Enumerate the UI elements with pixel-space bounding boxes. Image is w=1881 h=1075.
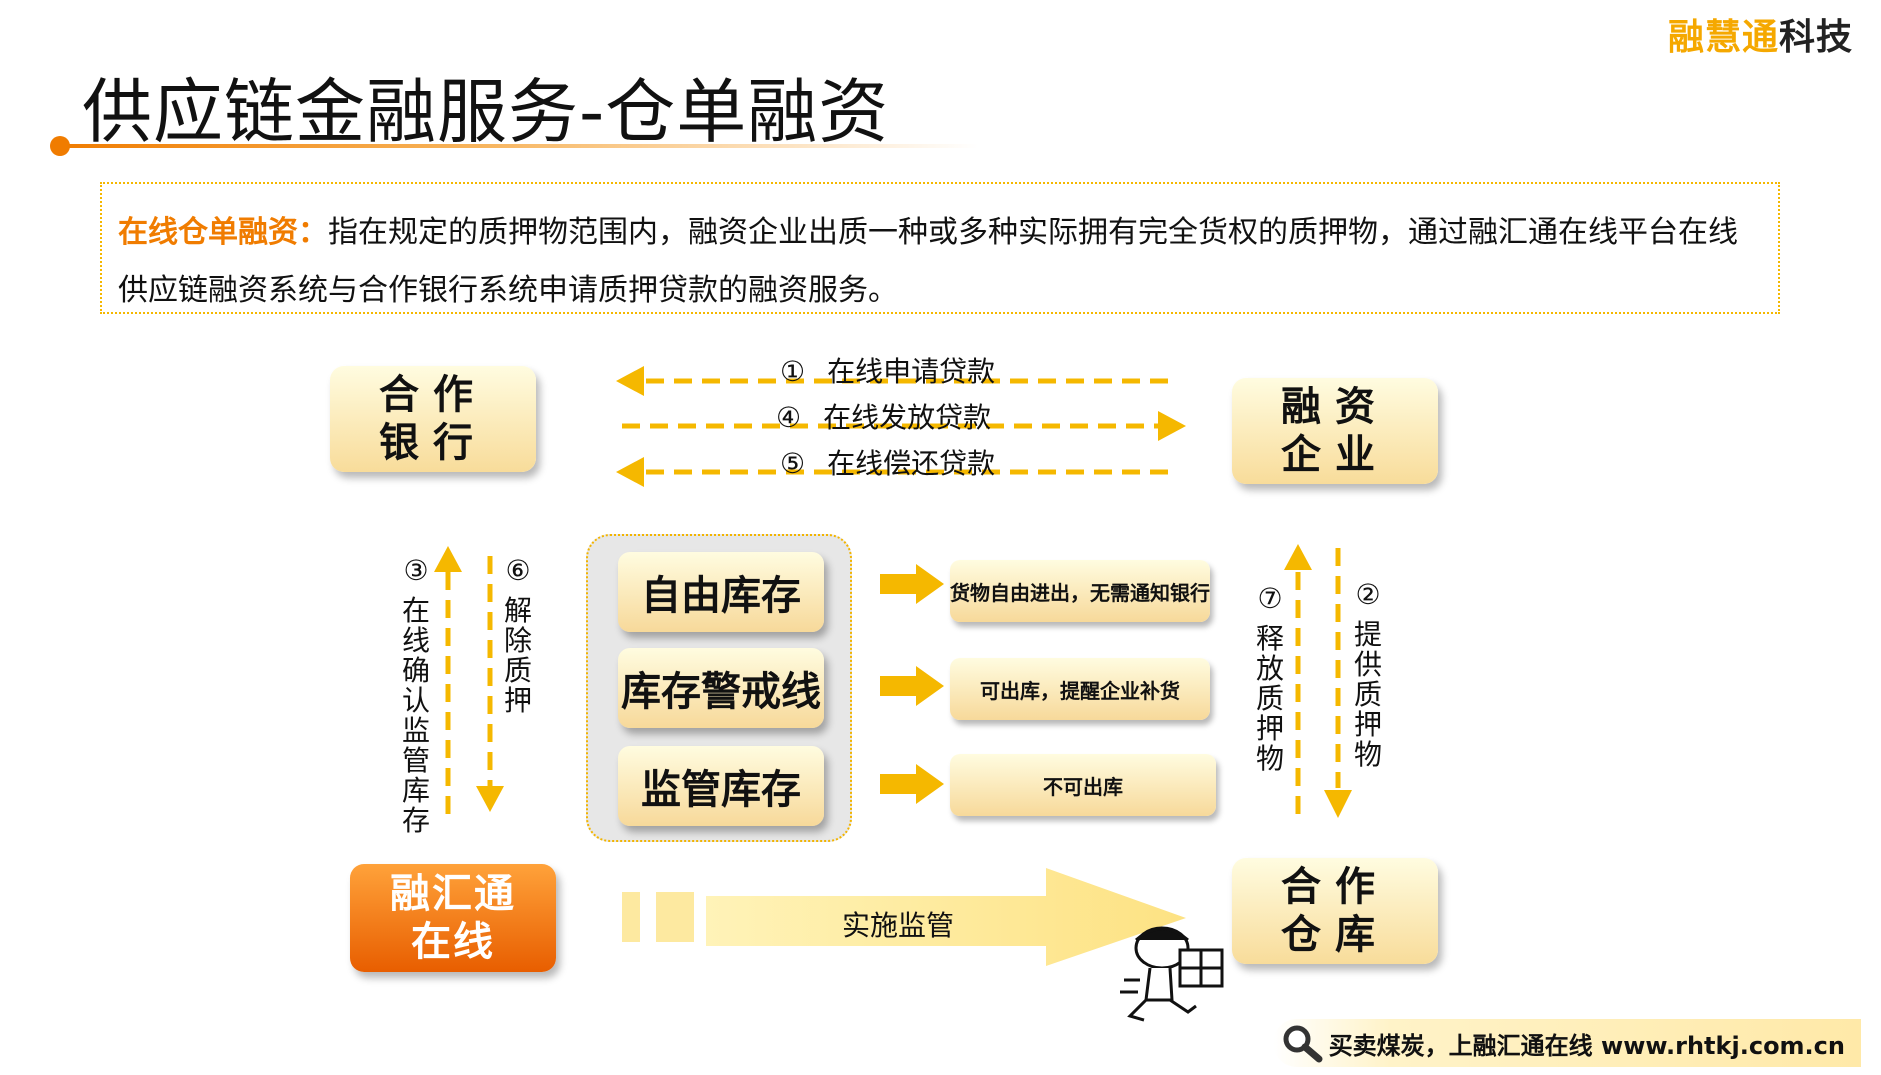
footer-text: 买卖煤炭，上融汇通在线 www.rhtkj.com.cn [1328, 1031, 1845, 1060]
step7-text: 释放质押物 [1255, 622, 1284, 775]
arrowhead-step6 [476, 786, 504, 812]
flow-label-step7: ⑦ 释放质押物 [1254, 584, 1286, 774]
bank-line1: 合作 [379, 372, 487, 418]
definition-box: 在线仓单融资：指在规定的质押物范围内，融资企业出质一种或多种实际拥有完全货权的质… [100, 182, 1780, 314]
arrow-inv2 [880, 666, 944, 706]
platform-line1: 融汇通 [390, 871, 516, 917]
arrow-inv1 [880, 564, 944, 604]
step3-number: ③ [403, 554, 429, 587]
definition-term: 在线仓单融资： [118, 215, 328, 250]
arrowhead-step1 [616, 366, 644, 396]
arrow-inv3 [880, 764, 944, 804]
arrowhead-step3 [434, 546, 462, 572]
brand-part2: 科技 [1778, 17, 1853, 58]
step7-number: ⑦ [1257, 582, 1283, 615]
step2-number: ② [1355, 578, 1381, 611]
flow-label-step2: ② 提供质押物 [1352, 580, 1384, 770]
step6-number: ⑥ [505, 554, 531, 587]
enterprise-line1: 融资 [1281, 384, 1389, 430]
implement-arrow [706, 868, 1186, 966]
arrowhead-step4 [1158, 411, 1186, 441]
flow-label-step4: ④ 在线发放贷款 [776, 396, 991, 436]
arrowhead-step7 [1284, 544, 1312, 570]
page-title: 供应链金融服务-仓单融资 [82, 71, 890, 153]
flow-label-step3: ③ 在线确认监管库存 [400, 556, 432, 836]
step4-text: 在线发放贷款 [823, 401, 992, 434]
inventory-free: 自由库存 [618, 552, 824, 632]
search-icon [1279, 1023, 1325, 1063]
warehouse-line1: 合作 [1281, 864, 1389, 910]
result-free: 货物自由进出，无需通知银行 [950, 560, 1210, 622]
node-partner-bank: 合作银行 [330, 366, 536, 472]
title-underline [58, 144, 978, 148]
inventory-warning-line: 库存警戒线 [618, 648, 824, 728]
bank-line2: 银行 [379, 420, 487, 466]
step5-number: ⑤ [780, 447, 806, 480]
step1-text: 在线申请贷款 [827, 355, 996, 388]
node-platform: 融汇通在线 [350, 864, 556, 972]
enterprise-line2: 企业 [1281, 432, 1389, 478]
footer-banner[interactable]: 买卖煤炭，上融汇通在线 www.rhtkj.com.cn [1272, 1019, 1861, 1067]
arrowhead-step2 [1324, 790, 1352, 818]
step3-text: 在线确认监管库存 [401, 594, 430, 837]
brand-logo: 融慧通科技 [1668, 8, 1853, 60]
arrowhead-step5 [616, 457, 644, 487]
step2-text: 提供质押物 [1353, 618, 1382, 771]
result-supervised: 不可出库 [950, 754, 1216, 816]
inventory-supervised: 监管库存 [618, 746, 824, 826]
flow-label-step6: ⑥ 解除质押 [502, 556, 534, 716]
step1-number: ① [780, 355, 806, 388]
warehouse-line2: 仓库 [1281, 912, 1389, 958]
implement-block-2 [656, 892, 694, 942]
node-partner-warehouse: 合作仓库 [1232, 858, 1438, 964]
step6-text: 解除质押 [503, 594, 532, 717]
result-warning-line: 可出库，提醒企业补货 [950, 658, 1210, 720]
courier-icon [1120, 926, 1224, 1022]
step4-number: ④ [776, 401, 802, 434]
title-dot [50, 136, 70, 156]
implement-supervision-label: 实施监管 [842, 909, 955, 942]
brand-part1: 融慧通 [1667, 17, 1779, 58]
platform-line2: 在线 [411, 919, 495, 965]
flow-label-step5: ⑤ 在线偿还贷款 [780, 442, 995, 482]
definition-text: 指在规定的质押物范围内，融资企业出质一种或多种实际拥有完全货权的质押物，通过融汇… [118, 215, 1738, 308]
step5-text: 在线偿还贷款 [827, 447, 996, 480]
flow-label-step1: ① 在线申请贷款 [780, 350, 995, 390]
node-financing-enterprise: 融资企业 [1232, 378, 1438, 484]
implement-block-1 [622, 892, 640, 942]
